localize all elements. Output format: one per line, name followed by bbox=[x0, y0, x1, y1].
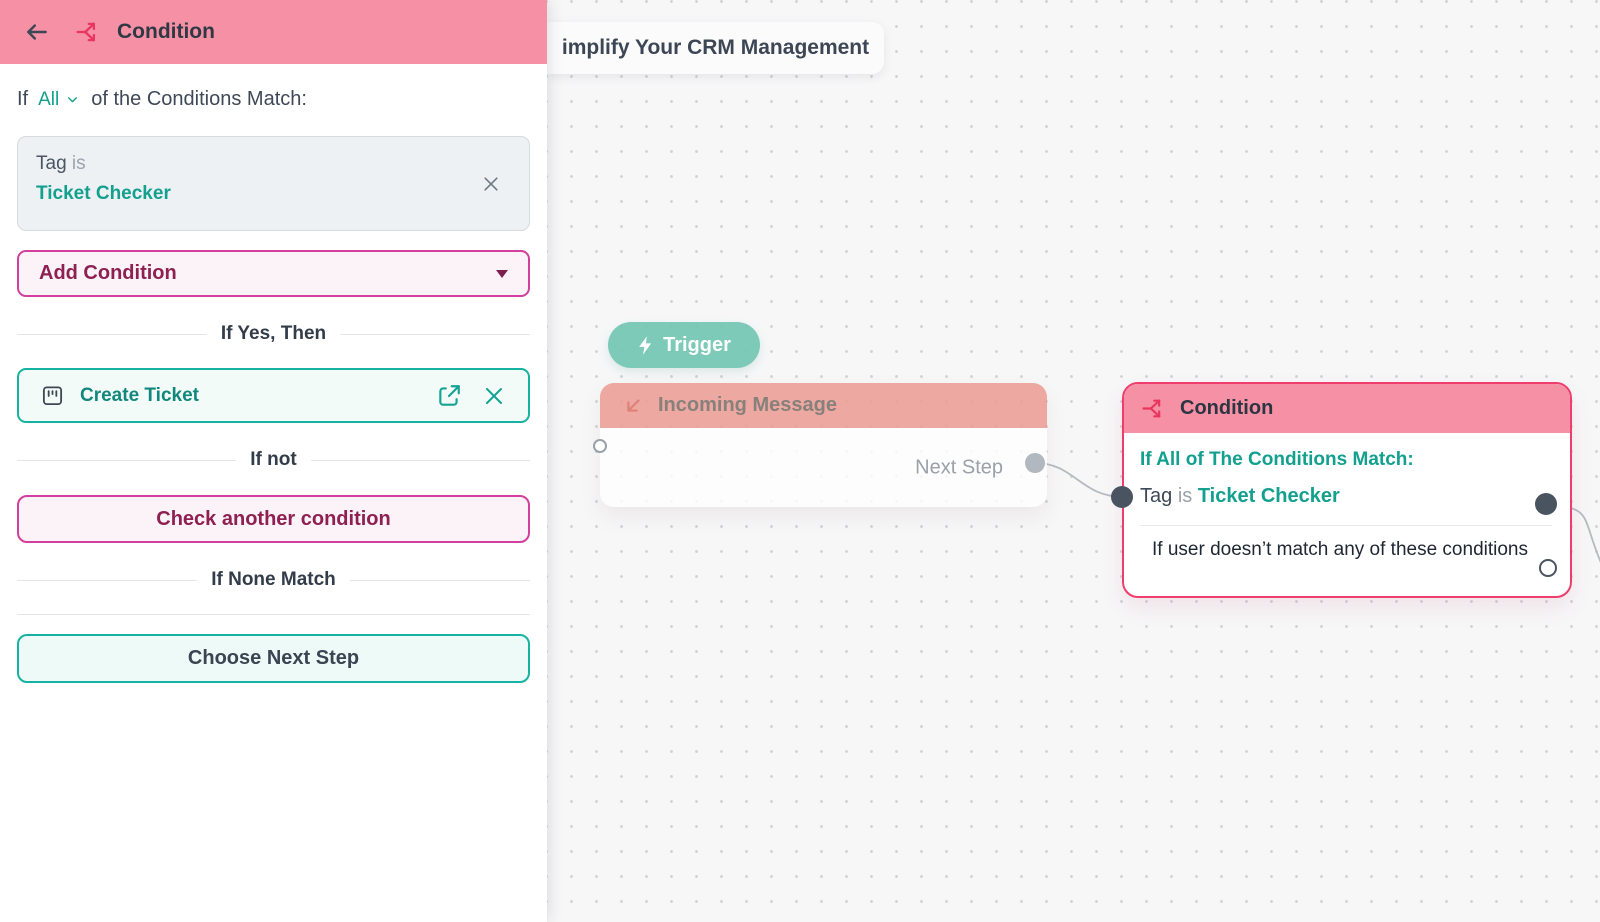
section-if-none-label: If None Match bbox=[211, 569, 336, 590]
incoming-arrow-icon bbox=[622, 395, 644, 417]
incoming-message-body: Next Step bbox=[600, 428, 1047, 507]
condition-field: Tag bbox=[36, 153, 67, 174]
condition-rule-output-port[interactable] bbox=[1535, 493, 1557, 515]
rule-field: Tag bbox=[1140, 485, 1173, 507]
flow-title: implify Your CRM Management bbox=[561, 36, 870, 59]
condition-operator: is bbox=[71, 153, 86, 174]
panel-title: Condition bbox=[117, 20, 215, 43]
close-icon bbox=[484, 176, 498, 191]
condition-rule[interactable]: Tag is Ticket Checker bbox=[1140, 485, 1552, 508]
open-step-button[interactable] bbox=[436, 383, 462, 409]
section-if-none: If None Match bbox=[17, 569, 530, 591]
condition-sidebar: Condition If All of the Conditions Match… bbox=[0, 0, 547, 922]
node-divider bbox=[1140, 525, 1552, 526]
caret-down-icon bbox=[496, 269, 508, 278]
sidebar-header: Condition bbox=[0, 0, 547, 64]
ticket-board-icon bbox=[41, 384, 64, 407]
condition-match-line: If All of The Conditions Match: bbox=[1140, 449, 1414, 470]
match-suffix: of the Conditions Match: bbox=[91, 88, 307, 110]
incoming-message-title: Incoming Message bbox=[658, 394, 837, 416]
lightning-bolt-icon bbox=[637, 335, 654, 356]
condition-node-header: Condition bbox=[1124, 384, 1570, 433]
trigger-node[interactable]: Trigger bbox=[608, 322, 760, 368]
condition-value: Ticket Checker bbox=[36, 183, 171, 204]
rule-operator: is bbox=[1177, 485, 1193, 507]
add-condition-button[interactable]: Add Condition bbox=[17, 250, 530, 297]
incoming-message-header: Incoming Message bbox=[600, 383, 1047, 428]
remove-condition-button[interactable] bbox=[481, 174, 501, 194]
condition-fallback-label: If user doesn’t match any of these condi… bbox=[1152, 539, 1528, 560]
condition-node[interactable]: Condition If All of The Conditions Match… bbox=[1122, 382, 1572, 598]
condition-card-header: Tag is bbox=[36, 153, 511, 175]
match-mode-value: All bbox=[38, 88, 60, 110]
next-step-label: Next Step bbox=[915, 456, 1003, 478]
incoming-input-port[interactable] bbox=[593, 439, 607, 453]
create-ticket-label: Create Ticket bbox=[80, 384, 199, 406]
trigger-label: Trigger bbox=[663, 333, 731, 356]
rule-value: Ticket Checker bbox=[1197, 485, 1340, 507]
match-prefix: If bbox=[17, 88, 29, 110]
check-another-condition-button[interactable]: Check another condition bbox=[17, 495, 530, 543]
remove-step-button[interactable] bbox=[482, 384, 506, 408]
panel-body: If All of the Conditions Match: Tag is T… bbox=[0, 88, 547, 683]
match-mode-select[interactable]: All bbox=[38, 89, 79, 111]
condition-node-body: If All of The Conditions Match: Tag is T… bbox=[1124, 433, 1570, 561]
condition-card[interactable]: Tag is Ticket Checker bbox=[17, 136, 530, 231]
flow-canvas[interactable]: implify Your CRM Management Trigger Inco… bbox=[547, 0, 1600, 922]
flow-title-card: implify Your CRM Management bbox=[547, 22, 884, 74]
divider-line bbox=[17, 614, 530, 615]
condition-input-port[interactable] bbox=[1111, 486, 1133, 508]
choose-next-label: Choose Next Step bbox=[187, 647, 360, 669]
section-if-yes: If Yes, Then bbox=[17, 323, 530, 345]
close-icon bbox=[486, 387, 502, 404]
incoming-message-node[interactable]: Incoming Message Next Step bbox=[600, 383, 1047, 507]
next-step-output-port[interactable] bbox=[1025, 453, 1045, 473]
add-condition-label: Add Condition bbox=[39, 262, 177, 284]
match-mode-row: If All of the Conditions Match: bbox=[17, 88, 530, 111]
create-ticket-step[interactable]: Create Ticket bbox=[17, 368, 530, 423]
section-if-not-label: If not bbox=[250, 449, 297, 470]
split-arrow-icon bbox=[76, 19, 102, 45]
back-button[interactable] bbox=[22, 17, 52, 47]
split-arrow-icon bbox=[1142, 396, 1167, 421]
chevron-down-icon bbox=[68, 97, 78, 103]
external-link-icon bbox=[439, 384, 460, 406]
section-if-yes-label: If Yes, Then bbox=[220, 323, 327, 344]
condition-fallback-output-port[interactable] bbox=[1539, 559, 1557, 577]
choose-next-step-button[interactable]: Choose Next Step bbox=[17, 634, 530, 683]
check-another-label: Check another condition bbox=[156, 507, 391, 530]
condition-node-title: Condition bbox=[1180, 397, 1274, 419]
section-if-not: If not bbox=[17, 449, 530, 471]
